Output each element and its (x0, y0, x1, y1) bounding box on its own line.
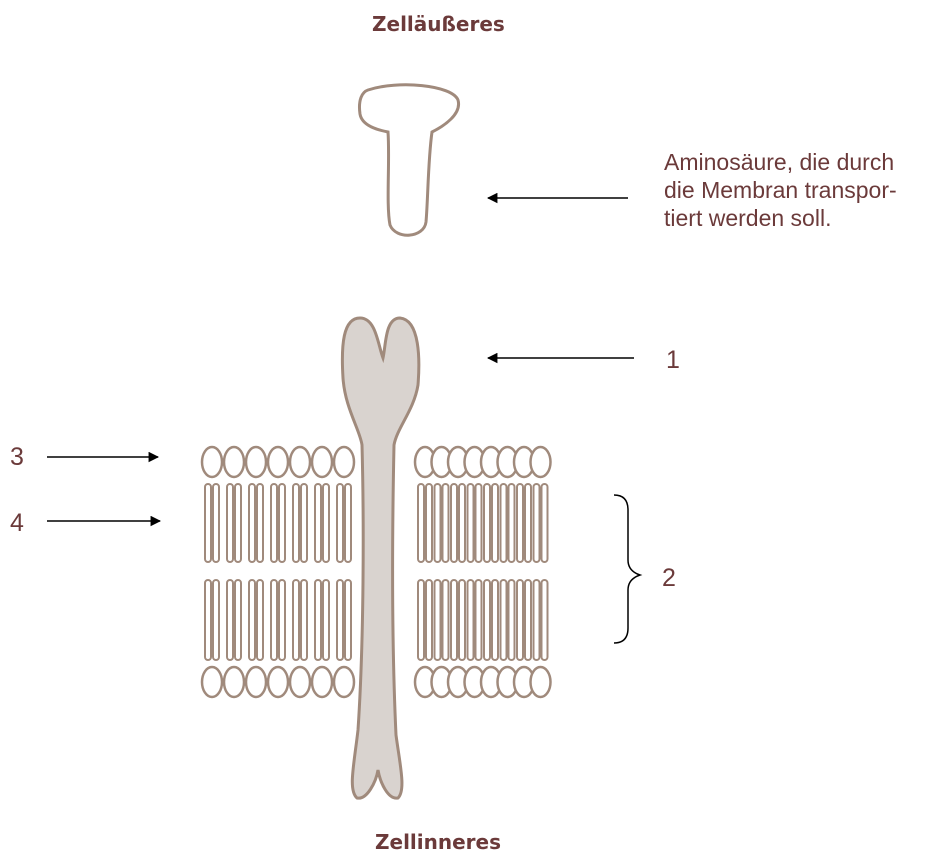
fatty-acid-tail-bottom (293, 580, 299, 660)
phospholipid-head-top (246, 447, 266, 477)
fatty-acid-tail-top (492, 484, 498, 562)
phospholipid-head-bottom (312, 667, 332, 697)
fatty-acid-tail-top (525, 484, 531, 562)
fatty-acid-tail-bottom (542, 580, 548, 660)
phospholipid-head-bottom (246, 667, 266, 697)
fatty-acid-tail-top (235, 484, 241, 562)
phospholipid (268, 447, 288, 697)
fatty-acid-tail-top (459, 484, 465, 562)
fatty-acid-tail-top (323, 484, 329, 562)
fatty-acid-tail-bottom (301, 580, 307, 660)
fatty-acid-tail-top (205, 484, 211, 562)
fatty-acid-tail-top (476, 484, 482, 562)
transport-protein (342, 318, 418, 798)
fatty-acid-tail-bottom (435, 580, 441, 660)
fatty-acid-tail-top (509, 484, 515, 562)
fatty-acid-tail-bottom (249, 580, 255, 660)
fatty-acid-tail-bottom (323, 580, 329, 660)
phospholipid-head-bottom (268, 667, 288, 697)
fatty-acid-tail-top (279, 484, 285, 562)
phospholipid (334, 447, 354, 697)
fatty-acid-tail-top (293, 484, 299, 562)
fatty-acid-tail-top (315, 484, 321, 562)
phospholipid-head-top (224, 447, 244, 477)
fatty-acid-tail-top (517, 484, 523, 562)
fatty-acid-tail-bottom (492, 580, 498, 660)
phospholipid-head-bottom (531, 667, 551, 697)
phospholipid (498, 447, 518, 697)
fatty-acid-tail-top (534, 484, 540, 562)
fatty-acid-tail-bottom (418, 580, 424, 660)
fatty-acid-tail-top (501, 484, 507, 562)
phospholipid-head-bottom (290, 667, 310, 697)
fatty-acid-tail-bottom (426, 580, 432, 660)
phospholipid (246, 447, 266, 697)
fatty-acid-tail-bottom (525, 580, 531, 660)
phospholipid (514, 447, 534, 697)
fatty-acid-tail-top (468, 484, 474, 562)
fatty-acid-tail-top (426, 484, 432, 562)
fatty-acid-tail-bottom (484, 580, 490, 660)
fatty-acid-tail-top (443, 484, 449, 562)
fatty-acid-tail-bottom (443, 580, 449, 660)
fatty-acid-tail-bottom (279, 580, 285, 660)
fatty-acid-tail-bottom (459, 580, 465, 660)
fatty-acid-tail-top (227, 484, 233, 562)
fatty-acid-tail-bottom (315, 580, 321, 660)
fatty-acid-tail-top (484, 484, 490, 562)
phospholipid-head-top (290, 447, 310, 477)
fatty-acid-tail-bottom (534, 580, 540, 660)
fatty-acid-tail-bottom (337, 580, 343, 660)
fatty-acid-tail-top (337, 484, 343, 562)
fatty-acid-tail-bottom (501, 580, 507, 660)
phospholipid (465, 447, 485, 697)
fatty-acid-tail-top (271, 484, 277, 562)
brace-2 (614, 495, 640, 643)
phospholipid-head-top (334, 447, 354, 477)
fatty-acid-tail-top (257, 484, 263, 562)
phospholipid (415, 447, 435, 697)
phospholipid-head-bottom (224, 667, 244, 697)
phospholipid-head-bottom (334, 667, 354, 697)
fatty-acid-tail-top (435, 484, 441, 562)
phospholipid (481, 447, 501, 697)
fatty-acid-tail-bottom (271, 580, 277, 660)
fatty-acid-tail-bottom (509, 580, 515, 660)
fatty-acid-tail-bottom (257, 580, 263, 660)
fatty-acid-tail-bottom (476, 580, 482, 660)
fatty-acid-tail-bottom (227, 580, 233, 660)
phospholipid-head-top (531, 447, 551, 477)
phospholipid (448, 447, 468, 697)
fatty-acid-tail-bottom (235, 580, 241, 660)
fatty-acid-tail-top (213, 484, 219, 562)
phospholipid (531, 447, 551, 697)
phospholipid-head-bottom (202, 667, 222, 697)
fatty-acid-tail-bottom (345, 580, 351, 660)
phospholipid (290, 447, 310, 697)
phospholipid-head-top (268, 447, 288, 477)
fatty-acid-tail-top (301, 484, 307, 562)
phospholipid-head-top (202, 447, 222, 477)
fatty-acid-tail-bottom (205, 580, 211, 660)
phospholipid (202, 447, 222, 697)
fatty-acid-tail-top (345, 484, 351, 562)
fatty-acid-tail-bottom (451, 580, 457, 660)
amino-acid-shape (359, 85, 458, 235)
fatty-acid-tail-bottom (468, 580, 474, 660)
fatty-acid-tail-top (451, 484, 457, 562)
phospholipid (312, 447, 332, 697)
fatty-acid-tail-bottom (517, 580, 523, 660)
phospholipid (224, 447, 244, 697)
phospholipid (432, 447, 452, 697)
fatty-acid-tail-top (249, 484, 255, 562)
fatty-acid-tail-top (542, 484, 548, 562)
fatty-acid-tail-bottom (213, 580, 219, 660)
fatty-acid-tail-top (418, 484, 424, 562)
phospholipid-head-top (312, 447, 332, 477)
